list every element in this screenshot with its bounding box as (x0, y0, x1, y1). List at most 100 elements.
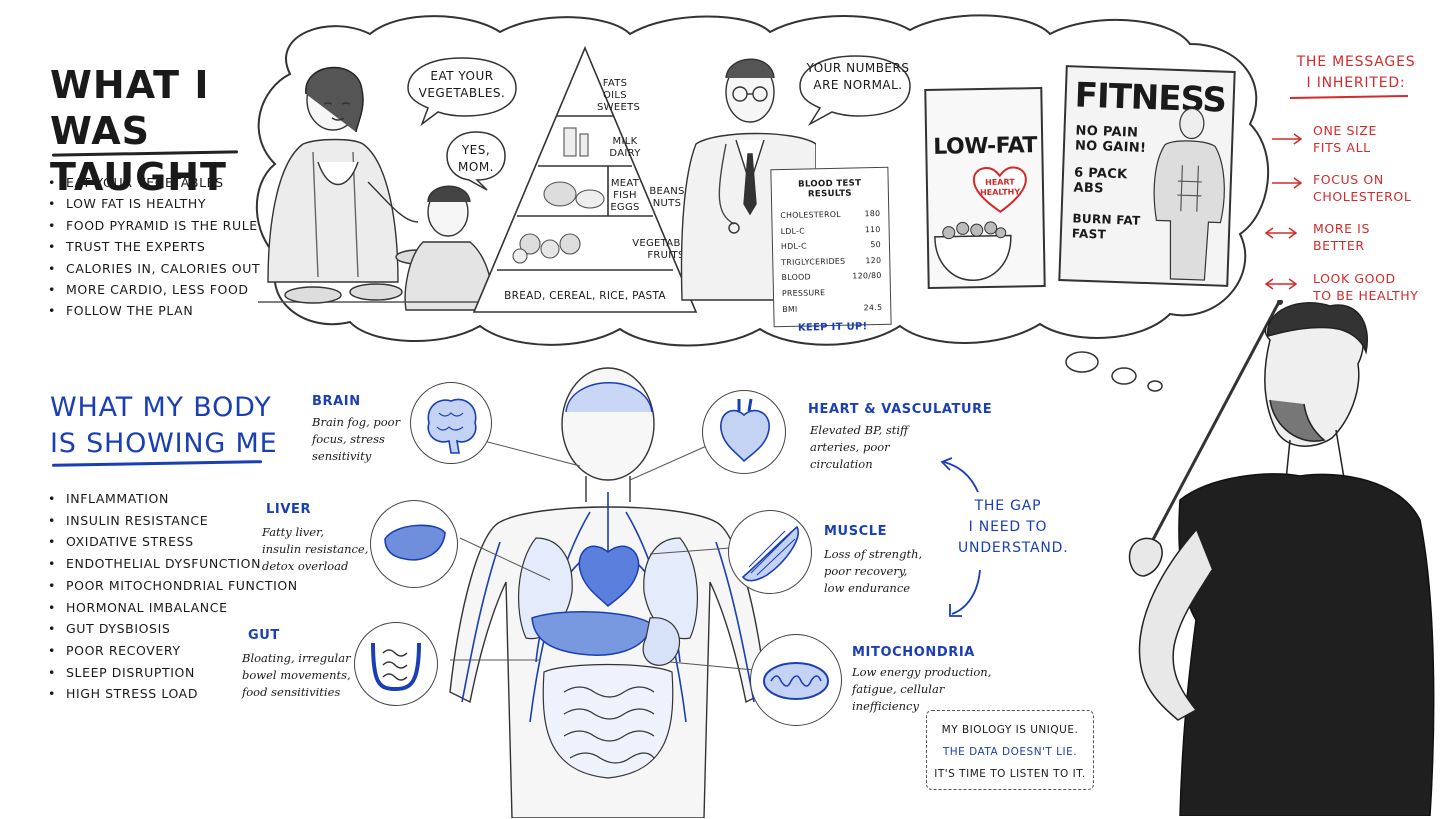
organ-desc-line: arteries, poor (810, 440, 890, 454)
taught-list: EAT YOUR VEGETABLES LOW FAT IS HEALTHY F… (46, 172, 260, 322)
list-item: INSULIN RESISTANCE (46, 510, 276, 532)
blood-row: LDL-C 110 (780, 222, 881, 240)
organ-desc-line: fatigue, cellular (852, 682, 945, 696)
pyramid-beans-label: BEANS NUTS (608, 186, 688, 210)
organ-desc-line: Elevated BP, stiff (810, 423, 909, 437)
message-item: MORE IS BETTER (1313, 220, 1370, 254)
pyramid-text: BEANS (649, 186, 685, 197)
list-item: INFLAMMATION (46, 488, 276, 510)
mother-speech: EAT YOUR VEGETABLES. (414, 68, 510, 102)
heart-label: HEART & VASCULATURE (808, 402, 993, 417)
heart-healthy-label: HEART HEALTHY (978, 177, 1022, 198)
bubble-line: MOM. (458, 160, 494, 174)
magazine-text: FAST (1071, 226, 1107, 242)
mitochondria-icon (763, 662, 829, 700)
biology-note-box: MY BIOLOGY IS UNIQUE. THE DATA DOESN'T L… (926, 710, 1094, 790)
blood-value: 50 (870, 240, 882, 250)
arrow-left-right-icon (1264, 227, 1298, 239)
gap-line: I NEED TO (968, 519, 1048, 535)
cereal-brand: LOW-FAT (933, 133, 1038, 160)
note-line-highlight: THE DATA DOESN'T LIE. (942, 746, 1078, 758)
thought-cloud (255, 14, 1270, 347)
heart-description: Elevated BP, stiff arteries, poor circul… (810, 422, 908, 473)
pyramid-food-sketches (512, 127, 605, 264)
organ-desc-line: circulation (810, 457, 873, 471)
mitochondria-label: MITOCHONDRIA (852, 645, 975, 660)
gut-label: GUT (248, 628, 280, 643)
message-item: ONE SIZE FITS ALL (1313, 122, 1377, 156)
heart-anatomy-icon (720, 398, 770, 463)
blood-label: BLOOD PRESSURE (781, 272, 826, 299)
organ-desc-line: Low energy production, (852, 665, 992, 679)
organ-desc-line: Brain fog, poor (312, 415, 401, 429)
arrow-right-icon (1272, 177, 1303, 189)
brain-label: BRAIN (312, 394, 361, 409)
pyramid-text: VEGETABLES (632, 238, 700, 249)
message-item: LOOK GOOD TO BE HEALTHY (1313, 270, 1418, 304)
blood-label: LDL-C (780, 226, 806, 236)
speech-bubble (407, 57, 517, 126)
blood-value: 110 (864, 224, 881, 234)
blood-value: 120/80 (852, 271, 882, 281)
doctor-speech: YOUR NUMBERS ARE NORMAL. (806, 60, 910, 94)
pyramid-text: FRUITS (647, 250, 685, 261)
messages-underline (1289, 94, 1409, 100)
note-line: MY BIOLOGY IS UNIQUE. (941, 724, 1079, 736)
title-taught-line1: WHAT I (50, 63, 210, 107)
intestines-organ (542, 663, 674, 779)
liver-organ (531, 611, 653, 656)
gap-arrows (940, 457, 981, 617)
muscle-circle (728, 510, 812, 594)
heart-icon (972, 166, 1027, 213)
pointer-stick (1136, 300, 1282, 569)
title-body-line1: WHAT MY BODY (50, 392, 272, 423)
list-item: FOLLOW THE PLAN (46, 300, 246, 322)
muscle-fiber-icon (741, 525, 800, 582)
note-line: IT'S TIME TO LISTEN TO IT. (934, 768, 1086, 780)
message-item: FOCUS ON CHOLESTEROL (1313, 171, 1411, 205)
magazine-text: NO GAIN! (1074, 138, 1147, 156)
organ-desc-line: focus, stress (312, 432, 385, 446)
muscle-label: MUSCLE (824, 524, 888, 539)
liver-circle (370, 500, 458, 588)
organ-desc-line: insulin resistance, (262, 542, 369, 556)
intestine-icon (371, 642, 421, 692)
gut-circle (354, 622, 438, 706)
pyramid-text: EGGS (610, 202, 640, 213)
magazine-text: ABS (1073, 180, 1105, 197)
message-text: BETTER (1313, 238, 1365, 253)
blood-label: HDL-C (780, 241, 807, 252)
pyramid-produce-label: VEGETABLES FRUITS (628, 238, 704, 262)
pyramid-base-label: BREAD, CEREAL, RICE, PASTA (504, 290, 666, 302)
cloud-outline (255, 14, 1270, 347)
pyramid-text: DAIRY (609, 148, 641, 159)
list-item: OXIDATIVE STRESS (46, 531, 276, 553)
blood-row: BLOOD PRESSURE 120/80 (781, 268, 882, 301)
message-text: FOCUS ON (1313, 172, 1384, 187)
pyramid-text: OILS (603, 90, 627, 101)
heart-circle (702, 390, 786, 474)
message-text: CHOLESTEROL (1313, 189, 1412, 204)
food-pyramid (472, 45, 698, 313)
magazine-headline: BURN FAT FAST (1072, 211, 1141, 243)
blood-label: TRIGLYCERIDES (781, 256, 846, 267)
list-item: ENDOTHELIAL DYSFUNCTION (46, 553, 276, 575)
pyramid-top-label: FATS OILS SWEETS (597, 78, 641, 114)
arrow-left-right-icon (1264, 278, 1298, 290)
list-item: HORMONAL IMBALANCE (46, 597, 276, 619)
body-list: INFLAMMATION INSULIN RESISTANCE OXIDATIV… (46, 488, 297, 705)
speech-bubble (799, 55, 911, 127)
fitness-magazine: FITNESS NO PAIN NO GAIN! 6 PACK ABS BURN… (1058, 65, 1236, 287)
the-gap-text: THE GAP I NEED TO UNDERSTAND. (958, 496, 1068, 559)
muscular-man-illustration (1153, 107, 1225, 281)
bubble-line: VEGETABLES. (418, 86, 506, 100)
pyramid-text: MEAT (610, 178, 640, 189)
pyramid-text: SWEETS (597, 102, 641, 113)
blood-test-footer: KEEP IT UP! (797, 321, 868, 334)
organ-desc-line: Bloating, irregular (242, 651, 351, 665)
blood-value: 120 (865, 255, 882, 266)
magazine-headline: 6 PACK ABS (1073, 165, 1127, 197)
pyramid-text: FATS (602, 78, 628, 89)
list-item: SLEEP DISRUPTION (46, 662, 276, 684)
human-body-anatomy-illustration (449, 367, 767, 818)
